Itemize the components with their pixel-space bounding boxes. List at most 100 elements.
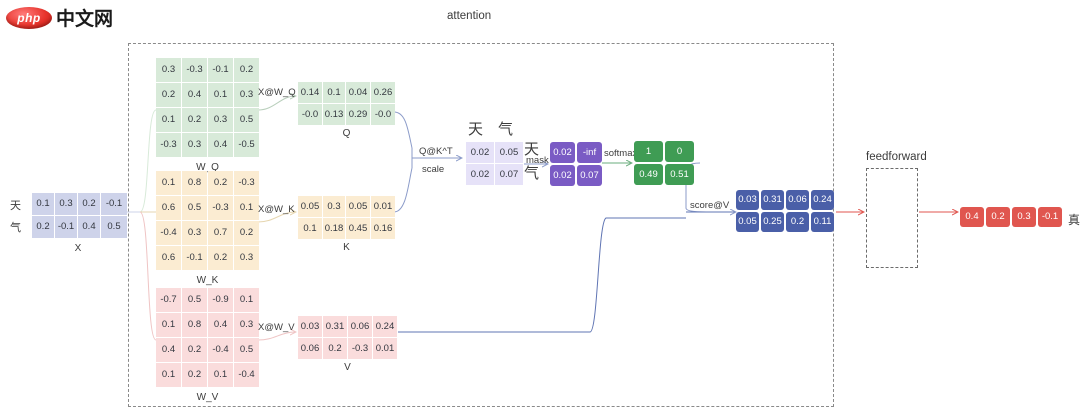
cell: 0.4 — [78, 216, 100, 238]
cell: 0.01 — [373, 338, 397, 359]
matrix-row: 0.1 0.18 0.45 0.16 — [298, 218, 395, 239]
cell: -0.3 — [208, 196, 233, 220]
label-x-at-wq: X@W_Q — [258, 87, 296, 98]
cell: -0.1 — [101, 193, 127, 215]
cell: 0.04 — [346, 82, 370, 103]
cell: 0.03 — [298, 316, 322, 337]
cell: 0.25 — [761, 212, 784, 232]
cell: 0.6 — [156, 246, 181, 270]
matrix-x: 天 气 0.1 0.3 0.2 -0.1 0.2 -0.1 0.4 0.5 X — [10, 193, 127, 254]
matrix-row: 0.02 0.05 — [466, 142, 523, 163]
cell: 0.01 — [371, 196, 395, 217]
matrix-wk-caption: W_K — [196, 275, 219, 286]
cell: 0.07 — [577, 165, 602, 186]
cell: 0.24 — [373, 316, 397, 337]
cell: -0.4 — [234, 363, 259, 387]
cell: 0.3 — [208, 108, 233, 132]
cell: 0.3 — [234, 83, 259, 107]
cell: 1 — [634, 141, 663, 162]
cell: -0.9 — [208, 288, 233, 312]
matrix-x-caption: X — [74, 243, 82, 254]
matrix-row: -0.0 0.13 0.29 -0.0 — [298, 104, 395, 125]
cell: 0.06 — [786, 190, 809, 210]
cell: 0.4 — [208, 313, 233, 337]
cell: 0.1 — [156, 363, 181, 387]
cell: -0.3 — [156, 133, 181, 157]
cell: 0.3 — [182, 133, 207, 157]
cell: 0.2 — [156, 83, 181, 107]
matrix-row: 1 0 — [634, 141, 694, 162]
cell: 0.1 — [234, 196, 259, 220]
matrix-wq-caption: W_Q — [196, 162, 219, 173]
matrix-row: 0.06 0.2 -0.3 0.01 — [298, 338, 397, 359]
cell: 0.2 — [786, 212, 809, 232]
label-q-at-kt: Q@K^T — [419, 146, 453, 157]
x-row-label-1: 气 — [10, 221, 21, 234]
cell: 0.5 — [182, 288, 207, 312]
cell: -0.1 — [182, 246, 207, 270]
cell: -0.3 — [348, 338, 372, 359]
cell: 0.2 — [78, 193, 100, 215]
cell: 0.3 — [234, 246, 259, 270]
matrix-row: 0.49 0.51 — [634, 164, 694, 185]
matrix-wk: 0.1 0.8 0.2 -0.3 0.6 0.5 -0.3 0.1 -0.4 0… — [156, 171, 259, 286]
matrix-row: -0.3 0.3 0.4 -0.5 — [156, 133, 259, 157]
matrix-q: 0.14 0.1 0.04 0.26 -0.0 0.13 0.29 -0.0 Q — [298, 82, 395, 139]
matrix-row: -0.4 0.3 0.7 0.2 — [156, 221, 259, 245]
matrix-row: 0.1 0.8 0.4 0.3 — [156, 313, 259, 337]
matrix-row: 0.1 0.2 0.1 -0.4 — [156, 363, 259, 387]
cell: -0.1 — [55, 216, 77, 238]
cell: 0.13 — [323, 104, 345, 125]
cell: 0.2 — [986, 207, 1010, 227]
cell: 0.8 — [182, 171, 207, 195]
cell: -0.1 — [208, 58, 233, 82]
cell: 0.51 — [665, 164, 694, 185]
cell: 0.06 — [348, 316, 372, 337]
cell: 0.45 — [346, 218, 370, 239]
cell: 0.26 — [371, 82, 395, 103]
cell: 0.29 — [346, 104, 370, 125]
x-row-label-0: 天 — [10, 199, 21, 212]
cell: 0.2 — [182, 108, 207, 132]
attention-title: attention — [447, 10, 492, 22]
cell: 0.3 — [55, 193, 77, 215]
cell: 0.3 — [234, 313, 259, 337]
matrix-k: 0.05 0.3 0.05 0.01 0.1 0.18 0.45 0.16 K — [298, 196, 395, 253]
cell: -0.3 — [182, 58, 207, 82]
cell: 0.3 — [1012, 207, 1036, 227]
cell: 0.2 — [182, 363, 207, 387]
scores-row-label-1: 气 — [524, 164, 540, 182]
cell: 0.2 — [234, 58, 259, 82]
cell: 0.4 — [182, 83, 207, 107]
cell: 0.2 — [323, 338, 347, 359]
matrix-row: 0.02 0.07 — [466, 164, 523, 185]
scores-col-label-0: 天 — [468, 120, 484, 138]
cell: -0.0 — [371, 104, 395, 125]
matrix-row: -0.7 0.5 -0.9 0.1 — [156, 288, 259, 312]
cell: -0.0 — [298, 104, 322, 125]
cell: 0 — [665, 141, 694, 162]
label-x-at-wk: X@W_K — [258, 204, 295, 215]
cell: -0.7 — [156, 288, 181, 312]
matrix-row: 0.03 0.31 0.06 0.24 — [736, 190, 834, 210]
matrix-wq: 0.3 -0.3 -0.1 0.2 0.2 0.4 0.1 0.3 0.1 0.… — [156, 58, 259, 173]
cell: 0.02 — [550, 165, 575, 186]
scores-col-label-1: 气 — [498, 120, 514, 138]
matrix-row: 0.2 -0.1 0.4 0.5 — [32, 216, 127, 238]
matrix-row: 0.02 -inf — [550, 142, 602, 163]
cell: 0.2 — [32, 216, 54, 238]
matrix-row: 0.6 -0.1 0.2 0.3 — [156, 246, 259, 270]
matrix-row: 0.02 0.07 — [550, 165, 602, 186]
cell: 0.24 — [811, 190, 834, 210]
cell: 0.1 — [156, 108, 181, 132]
cell: 0.1 — [156, 313, 181, 337]
cell: 0.5 — [101, 216, 127, 238]
matrix-row: 0.6 0.5 -0.3 0.1 — [156, 196, 259, 220]
matrix-softmax: 1 0 0.49 0.51 — [634, 141, 694, 185]
feedforward-title: feedforward — [866, 151, 927, 163]
cell: 0.5 — [182, 196, 207, 220]
cell: 0.2 — [208, 246, 233, 270]
cell: 0.3 — [156, 58, 181, 82]
label-softmax: softmax — [604, 148, 638, 159]
cell: -0.3 — [234, 171, 259, 195]
